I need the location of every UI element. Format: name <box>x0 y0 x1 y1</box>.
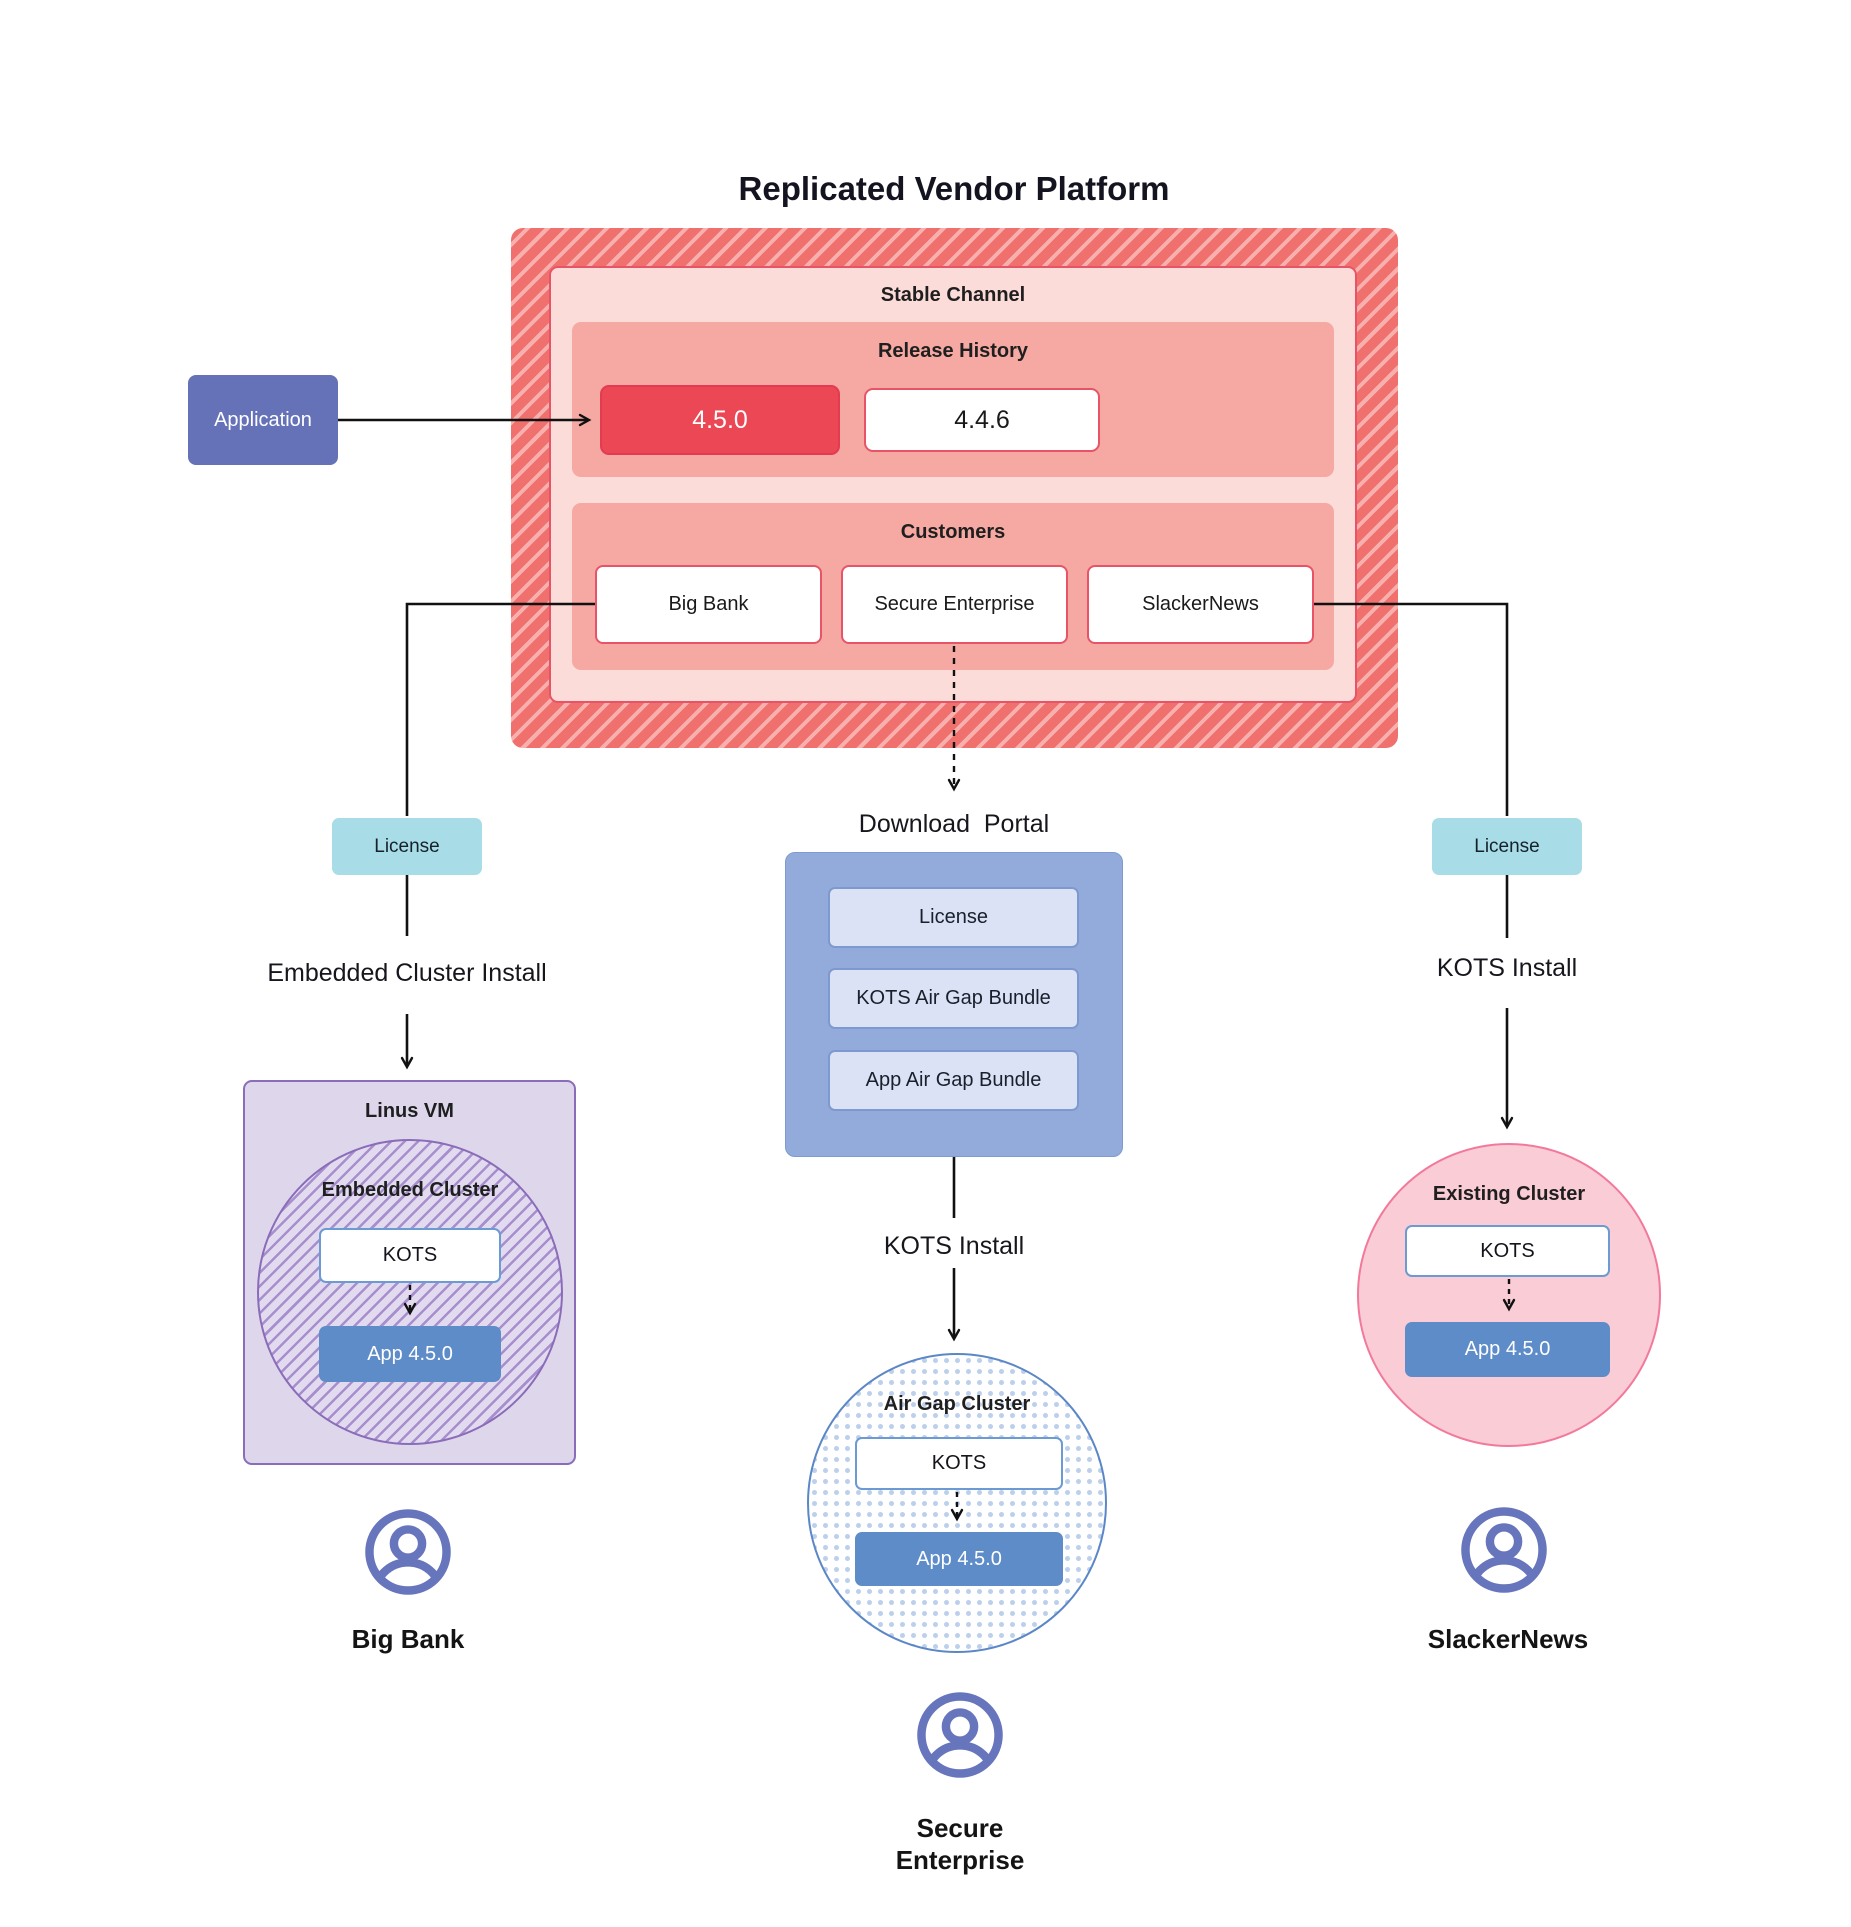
portal-item-app-air-gap-bundle: App Air Gap Bundle <box>828 1050 1079 1111</box>
customers-label: Customers <box>900 520 1006 543</box>
release-4-5-0: 4.5.0 <box>600 385 840 455</box>
existing-cluster-label: Existing Cluster <box>1432 1182 1586 1205</box>
download-portal-title: Download Portal <box>858 809 1050 838</box>
customer-slackernews: SlackerNews <box>1087 565 1314 644</box>
portal-item-license: License <box>828 887 1079 948</box>
embedded-cluster-install-label: Embedded Cluster Install <box>267 958 547 987</box>
user-label-slackernews: SlackerNews <box>1427 1624 1589 1655</box>
kots-box-right: KOTS <box>1405 1225 1610 1277</box>
customer-big-bank: Big Bank <box>595 565 822 644</box>
kots-install-label-right: KOTS Install <box>1436 953 1578 982</box>
user-icon <box>1461 1507 1547 1593</box>
license-box-right: License <box>1432 818 1582 875</box>
stable-channel-label: Stable Channel <box>880 283 1026 306</box>
air-gap-cluster-label: Air Gap Cluster <box>883 1392 1031 1415</box>
user-icon <box>917 1692 1003 1778</box>
release-4-4-6: 4.4.6 <box>864 388 1100 452</box>
release-history-label: Release History <box>877 339 1029 362</box>
air-gap-cluster-circle <box>807 1353 1107 1653</box>
user-label-secure-enterprise: Secure Enterprise <box>895 1813 1025 1875</box>
diagram-title: Replicated Vendor Platform <box>738 170 1170 207</box>
user-icon <box>365 1509 451 1595</box>
embedded-cluster-label: Embedded Cluster <box>321 1178 499 1201</box>
kots-box-left: KOTS <box>319 1228 501 1283</box>
kots-box-middle: KOTS <box>855 1437 1063 1490</box>
app-box-middle: App 4.5.0 <box>855 1532 1063 1586</box>
app-box-left: App 4.5.0 <box>319 1326 501 1382</box>
customer-secure-enterprise: Secure Enterprise <box>841 565 1068 644</box>
app-box-right: App 4.5.0 <box>1405 1322 1610 1377</box>
application-box: Application <box>188 375 338 465</box>
user-label-big-bank: Big Bank <box>351 1624 465 1655</box>
linus-vm-label: Linus VM <box>365 1099 454 1122</box>
portal-item-kots-air-gap-bundle: KOTS Air Gap Bundle <box>828 968 1079 1029</box>
kots-install-label-middle: KOTS Install <box>883 1231 1025 1260</box>
license-box-left: License <box>332 818 482 875</box>
